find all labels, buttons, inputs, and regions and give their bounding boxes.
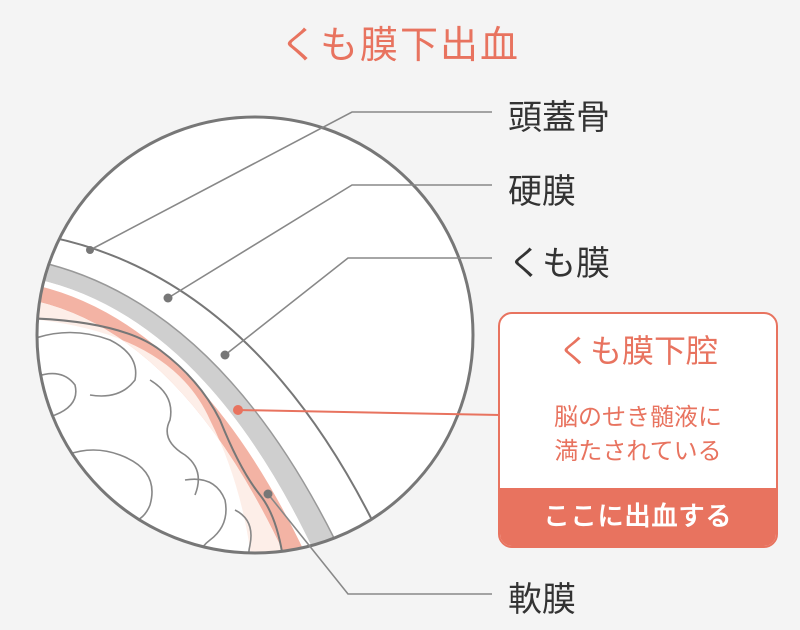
pia-label: 軟膜: [508, 580, 576, 620]
leader-lines: [89, 111, 492, 595]
callout-description: 脳のせき髄液に 満たされている: [500, 400, 776, 468]
magnifier-circle-outline: [35, 115, 475, 555]
subarachnoid-marker: [233, 405, 243, 415]
pia-leader: [267, 493, 492, 595]
dura-leader: [167, 184, 492, 299]
callout-title: くも膜下腔: [557, 332, 718, 370]
diagram-title: くも膜下出血: [279, 23, 520, 67]
subarachnoid-leader: [237, 409, 501, 416]
arachnoid-leader: [224, 257, 492, 356]
arachnoid-label: くも膜: [508, 244, 610, 284]
subarachnoid-callout: くも膜下腔 脳のせき髄液に 満たされている ここに出血する: [498, 312, 778, 548]
dura-layer: [37, 258, 335, 553]
dura-label: 硬膜: [508, 172, 576, 212]
callout-desc-line2: 満たされている: [554, 437, 722, 465]
dura-outer-line: [37, 257, 336, 541]
dura-marker: [163, 293, 173, 303]
callout-footer: ここに出血する: [500, 488, 776, 546]
magnifier-circle-fill: [37, 117, 473, 553]
callout-desc-line1: 脳のせき髄液に: [554, 403, 722, 431]
pia-marker: [263, 489, 273, 499]
pia-line: [37, 317, 286, 553]
arachnoid-marker: [220, 350, 230, 360]
skull-marker: [86, 246, 94, 254]
skull-label: 頭蓋骨: [508, 98, 610, 138]
skull-inner-line: [37, 231, 373, 521]
skull-leader: [89, 111, 492, 251]
